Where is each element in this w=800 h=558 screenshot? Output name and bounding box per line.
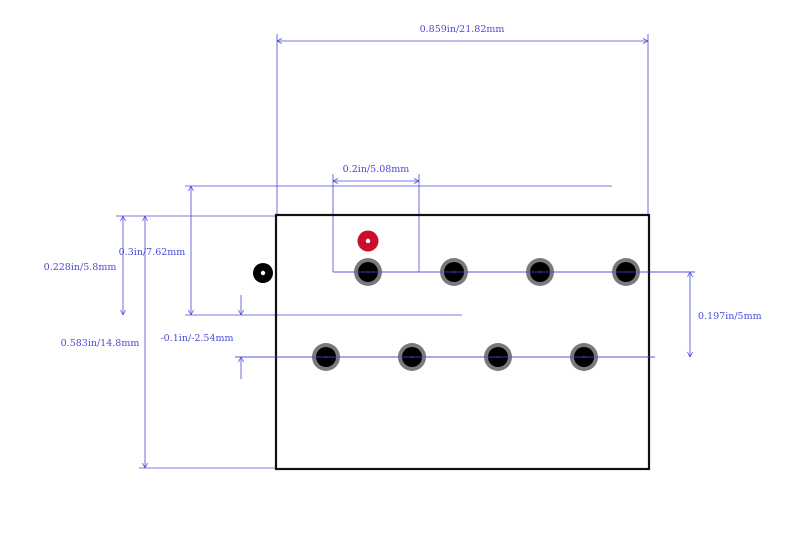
component-outline (274, 213, 651, 471)
origin-marker (253, 263, 273, 283)
dim-top-row-offset-label: 0.228in/5.8mm (44, 262, 117, 273)
dim-overall-height: 0.583in/14.8mm (61, 215, 277, 469)
dim-overall-height-label: 0.583in/14.8mm (61, 338, 140, 349)
dim-row-spacing-label: 0.197in/5mm (698, 311, 762, 322)
dim-mid-offset-label: 0.3in/7.62mm (119, 247, 186, 258)
dim-pitch: 0.2in/5.08mm (332, 164, 420, 272)
dim-mid-offset: 0.3in/7.62mm (119, 185, 612, 316)
dim-overall-width-label: 0.859in/21.82mm (420, 24, 505, 35)
dim-top-row-offset: 0.228in/5.8mm (44, 215, 277, 316)
dim-pitch-label: 0.2in/5.08mm (343, 164, 410, 175)
pin1-marker (357, 230, 379, 252)
dim-negative-offset-label: -0.1in/-2.54mm (160, 333, 233, 344)
dim-overall-width: 0.859in/21.82mm (276, 24, 649, 215)
dim-row-spacing: 0.197in/5mm (333, 271, 762, 358)
